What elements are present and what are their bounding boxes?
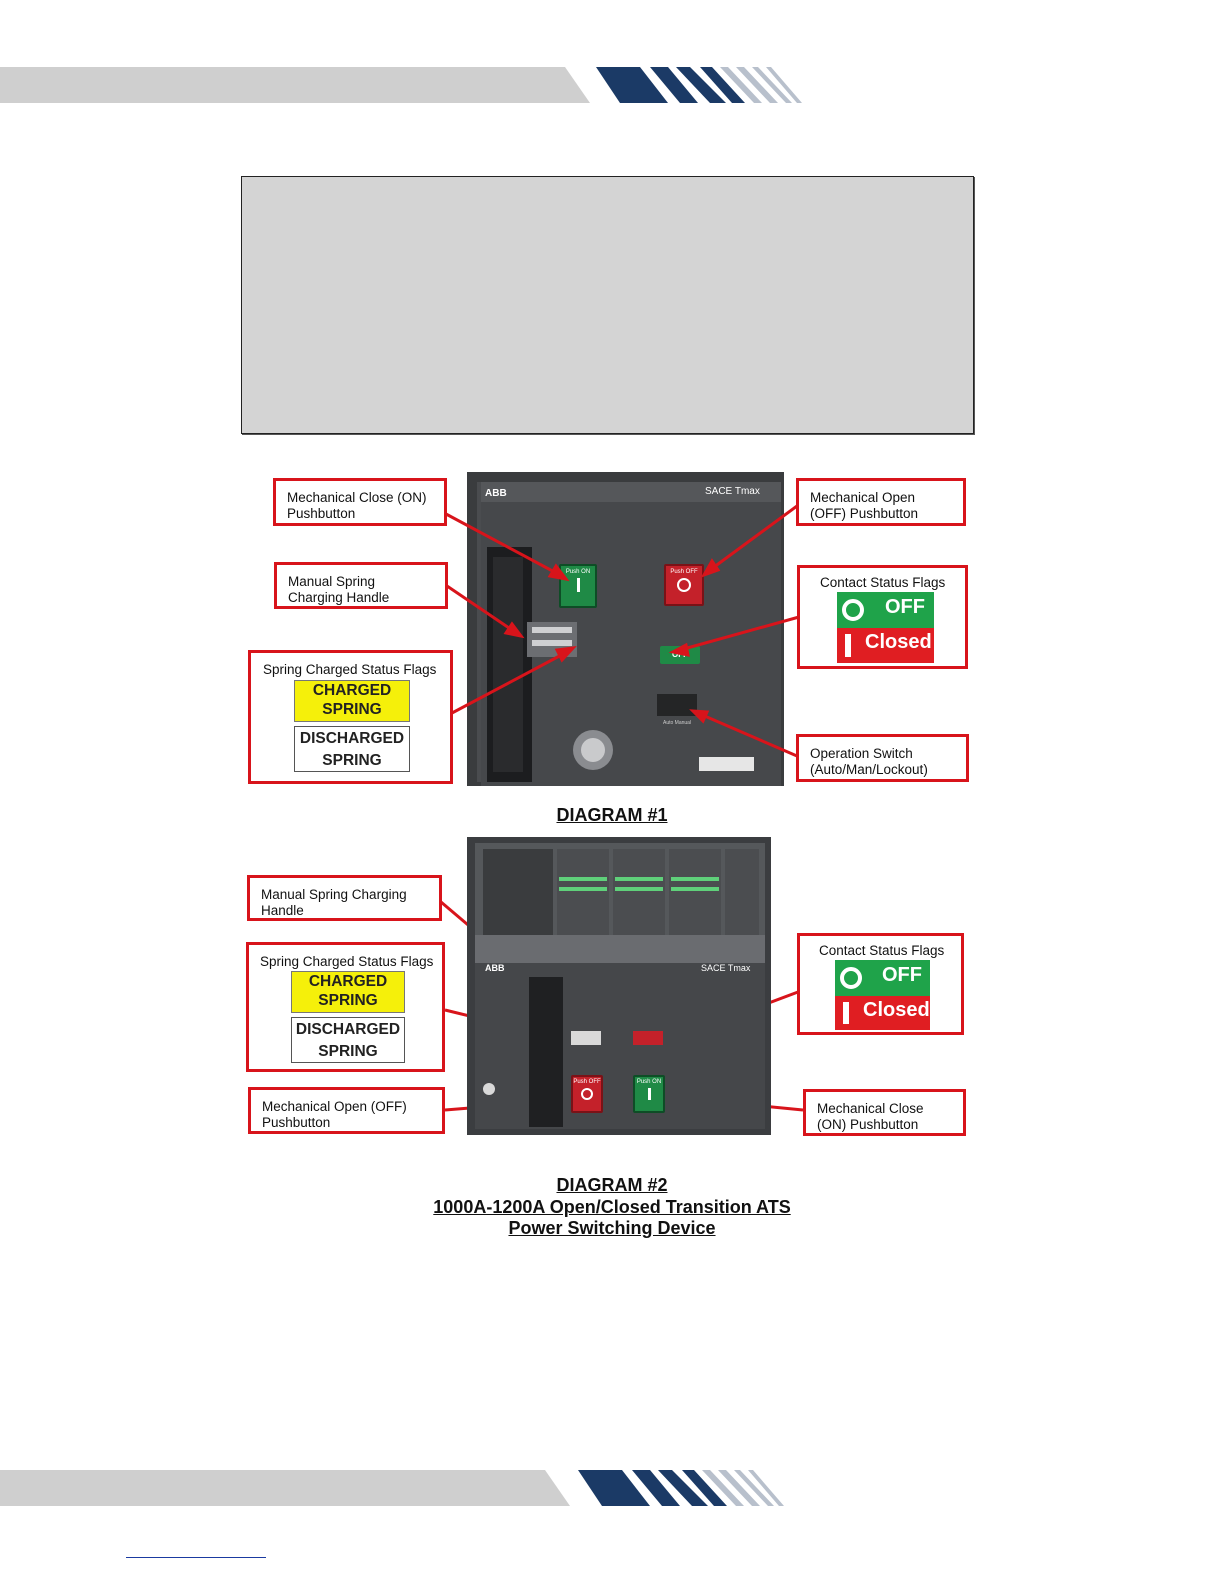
callout-contact-flags-1: Contact Status Flags OFF Closed [797, 565, 968, 669]
off-ring-icon [840, 967, 862, 989]
callout-mech-close-2: Mechanical Close (ON) Pushbutton [803, 1089, 966, 1136]
off-symbol-icon [581, 1088, 593, 1100]
callout-contact-flags-2: Contact Status Flags OFF Closed [797, 933, 964, 1035]
breaker-front-2 [467, 837, 771, 1135]
callout-manual-spring-2: Manual Spring Charging Handle [247, 875, 442, 921]
diagram-1-caption: DIAGRAM #1 [0, 805, 1224, 826]
diagram-2-subtitle-2: Power Switching Device [0, 1218, 1224, 1239]
push-on-button[interactable]: Push ON [633, 1075, 665, 1113]
callout-spring-flags-2: Spring Charged Status Flags CHARGED SPRI… [246, 942, 445, 1072]
push-off-button[interactable]: Push OFF [571, 1075, 603, 1113]
discharged-spring-flag: DISCHARGED SPRING [291, 1017, 405, 1063]
callout-mech-close-1: Mechanical Close (ON) Pushbutton [273, 478, 447, 526]
contact-flags-title: Contact Status Flags [819, 943, 944, 959]
closed-bar-icon [845, 634, 851, 657]
contact-off-flag: OFF [835, 960, 930, 996]
spring-flags-title: Spring Charged Status Flags [263, 662, 436, 678]
model-label: SACE Tmax [701, 963, 750, 973]
callout-mech-open-2: Mechanical Open (OFF) Pushbutton [248, 1087, 445, 1134]
on-symbol-icon [648, 1088, 651, 1100]
discharged-spring-flag: DISCHARGED SPRING [294, 726, 410, 772]
breaker-photo-2: ABB SACE Tmax Push OFF Push ON [467, 837, 771, 1135]
footer-band [0, 1470, 1224, 1506]
callout-operation-switch-1: Operation Switch (Auto/Man/Lockout) [796, 734, 969, 782]
callout-manual-spring-1: Manual Spring Charging Handle [274, 562, 448, 609]
diagram-2-caption: DIAGRAM #2 [0, 1175, 1224, 1196]
charged-spring-flag: CHARGED SPRING [294, 680, 410, 722]
footer-stripes [0, 1470, 1224, 1506]
spring-flags-title: Spring Charged Status Flags [260, 954, 433, 970]
contact-closed-flag: Closed [837, 628, 934, 663]
push-off-label: Push OFF [573, 1079, 601, 1085]
contact-off-flag: OFF [837, 592, 934, 628]
brand-logo: ABB [485, 963, 505, 973]
push-on-label: Push ON [635, 1079, 663, 1085]
contact-closed-flag: Closed [835, 996, 930, 1030]
charged-spring-flag: CHARGED SPRING [291, 971, 405, 1013]
diagram-2-subtitle: 1000A-1200A Open/Closed Transition ATS [0, 1197, 1224, 1218]
footer-link-underline[interactable] [126, 1557, 266, 1558]
callout-mech-open-1: Mechanical Open (OFF) Pushbutton [796, 478, 966, 526]
contact-flags-title: Contact Status Flags [820, 575, 945, 591]
off-ring-icon [842, 599, 864, 621]
closed-bar-icon [843, 1002, 849, 1024]
callout-spring-flags-1: Spring Charged Status Flags CHARGED SPRI… [248, 650, 453, 784]
